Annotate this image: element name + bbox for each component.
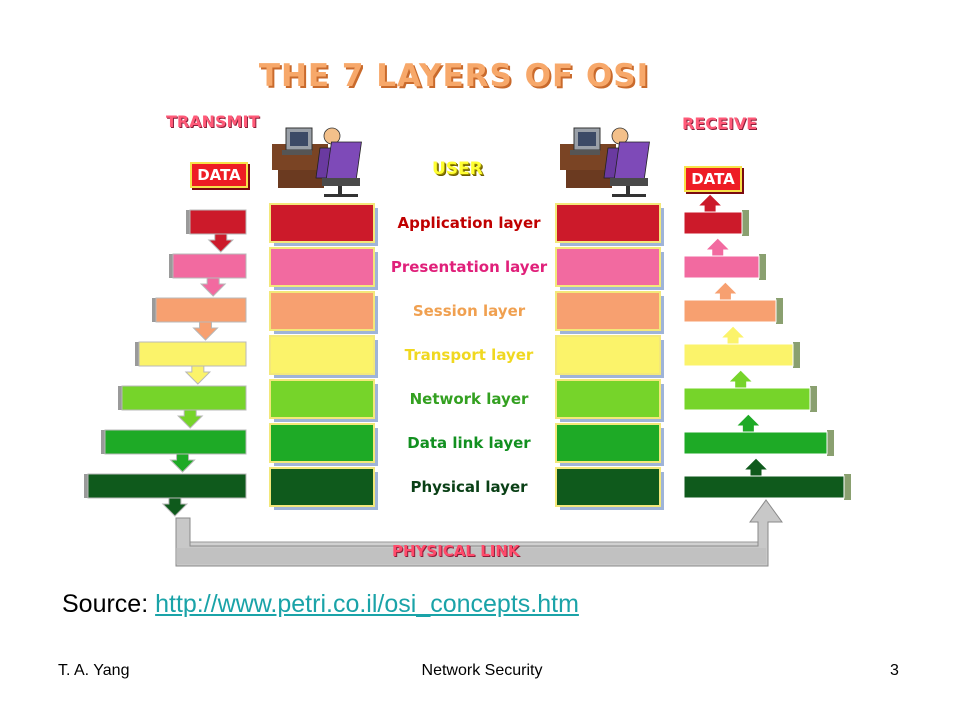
transmit-arrow-body — [87, 473, 247, 499]
transmit-arrows — [84, 209, 247, 517]
layer-block-left — [269, 247, 375, 287]
transmit-arrow-edge — [169, 254, 175, 278]
transmit-arrow-body — [189, 209, 247, 235]
computer-user-icon-right — [560, 127, 650, 197]
layer-label: Physical layer — [410, 478, 528, 496]
receive-arrow-up-icon — [719, 325, 747, 345]
footer-page-number: 3 — [890, 662, 899, 679]
transmit-arrow-edge — [118, 386, 124, 410]
layer-label: Session layer — [412, 302, 526, 320]
layer-label: Presentation layer — [390, 258, 548, 276]
layer-block-right — [555, 335, 661, 375]
layer-block-left — [269, 291, 375, 331]
layer-block-left — [269, 423, 375, 463]
transmit-arrow-down-icon — [176, 409, 204, 429]
receive-arrow-edge — [759, 254, 766, 280]
transmit-arrow-down-icon — [184, 365, 212, 385]
transmit-arrow-down-icon — [199, 277, 227, 297]
transmit-arrow-edge — [101, 430, 107, 454]
receive-arrow-up-icon — [735, 413, 762, 433]
transmit-arrow-edge — [152, 298, 158, 322]
receive-arrow-body — [683, 387, 811, 411]
layer-block-right — [555, 203, 661, 243]
receive-arrows — [683, 193, 851, 500]
receive-arrow-edge — [793, 342, 800, 368]
receive-arrow-body — [683, 475, 845, 499]
layer-block-right — [555, 423, 661, 463]
receive-label: RECEIVE — [682, 114, 758, 133]
layer-block-right — [555, 247, 661, 287]
transmit-arrow-down-icon — [169, 453, 196, 473]
transmit-arrow-down-icon — [207, 233, 235, 253]
layer-stacks — [269, 203, 664, 510]
receive-arrow-body — [683, 431, 828, 455]
layer-label: Data link layer — [407, 434, 531, 452]
user-label: USER — [432, 159, 483, 179]
transmit-arrow-body — [172, 253, 247, 279]
footer-author: T. A. Yang — [58, 662, 130, 679]
transmit-arrow-body — [138, 341, 247, 367]
source-link[interactable]: http://www.petri.co.il/osi_concepts.htm — [155, 590, 579, 618]
physical-link-label: PHYSICAL LINK — [392, 542, 520, 560]
layer-block-left — [269, 335, 375, 375]
transmit-arrow-down-icon — [161, 497, 189, 517]
transmit-arrow-edge — [84, 474, 90, 498]
receive-arrow-body — [683, 255, 760, 279]
transmit-data-badge: DATA — [190, 162, 248, 188]
layer-block-left — [269, 379, 375, 419]
layer-block-left — [269, 203, 375, 243]
transmit-arrow-body — [155, 297, 247, 323]
layer-block-left — [269, 467, 375, 507]
receive-arrow-edge — [844, 474, 851, 500]
transmit-arrow-down-icon — [192, 321, 219, 341]
layer-label: Network layer — [409, 390, 529, 408]
receive-arrow-up-icon — [696, 193, 724, 213]
layer-block-right — [555, 379, 661, 419]
transmit-arrow-edge — [135, 342, 141, 366]
footer-course: Network Security — [421, 662, 543, 679]
receive-arrow-edge — [776, 298, 783, 324]
transmit-arrow-body — [121, 385, 247, 411]
physical-link-arrow — [175, 499, 783, 567]
transmit-arrow-body — [104, 429, 247, 455]
receive-arrow-body — [683, 343, 794, 367]
receive-arrow-edge — [827, 430, 834, 456]
receive-arrow-edge — [810, 386, 817, 412]
receive-arrow-body — [683, 299, 777, 323]
diagram-title: THE 7 LAYERS OF OSI — [258, 58, 650, 94]
receive-arrow-up-icon — [742, 457, 770, 477]
computer-user-icon-left — [272, 127, 362, 197]
receive-arrow-up-icon — [704, 237, 731, 257]
transmit-arrow-edge — [186, 210, 192, 234]
receive-arrow-edge — [742, 210, 749, 236]
source-line: Source: http://www.petri.co.il/osi_conce… — [62, 590, 579, 619]
receive-arrow-up-icon — [712, 281, 739, 301]
receive-arrow-up-icon — [727, 369, 754, 389]
receive-arrow-body — [683, 211, 743, 235]
layer-label: Application layer — [397, 214, 541, 232]
layer-label: Transport layer — [404, 346, 534, 364]
receive-data-badge: DATA — [684, 166, 742, 192]
layer-block-right — [555, 291, 661, 331]
transmit-label: TRANSMIT — [166, 112, 260, 131]
source-prefix: Source: — [62, 590, 156, 618]
layer-block-right — [555, 467, 661, 507]
